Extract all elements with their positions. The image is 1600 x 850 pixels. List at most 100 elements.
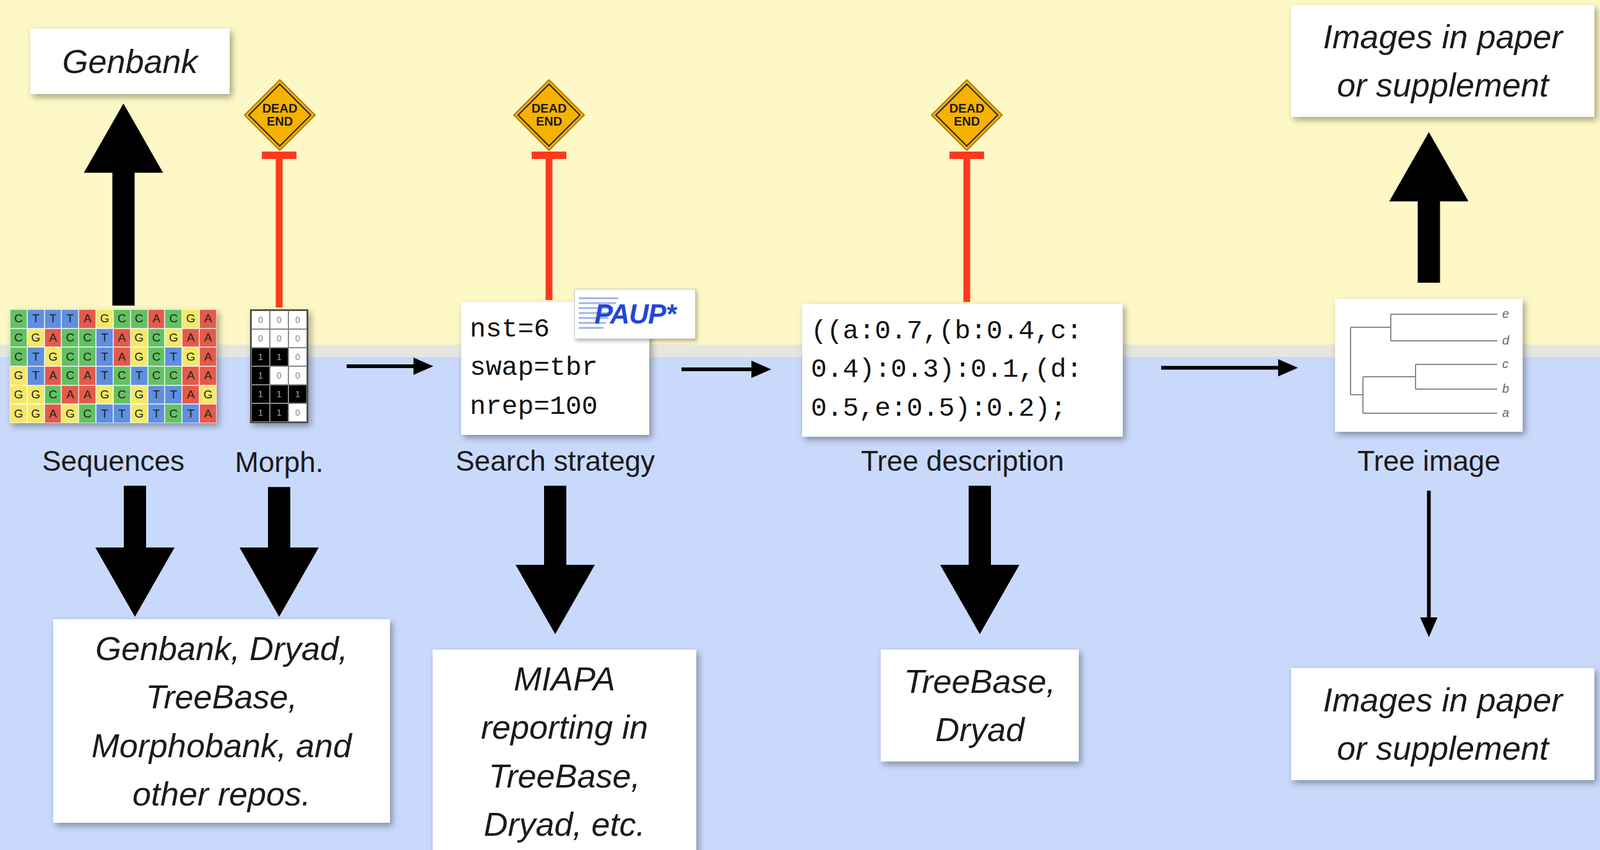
node-caption: Tree image [1357,444,1501,479]
matrix-cell: 0 [251,310,270,330]
matrix-cell: T [44,309,62,329]
matrix-cell: A [44,404,62,424]
matrix-cell: 0 [251,329,270,348]
matrix-cell: T [61,309,79,329]
matrix-cell: C [130,309,148,329]
matrix-cell: T [95,404,114,424]
matrix-cell: C [9,328,28,348]
matrix-cell: A [181,328,200,348]
sign-text: DEAD END [257,102,303,129]
matrix-cell: C [113,385,131,405]
matrix-cell: G [9,366,28,386]
morphology-matrix: 000000110100111110Morph. [250,309,309,424]
repository-box: MIAPA reporting in TreeBase, Dryad, etc. [432,649,697,850]
matrix-row: 110 [251,347,308,367]
stop-bar [531,151,567,160]
matrix-cell: 0 [288,347,308,367]
matrix-row: 100 [251,366,308,385]
flow-arrow [1161,359,1298,377]
connector-shaft [1418,194,1441,283]
arrowhead [1389,132,1469,202]
matrix-cell: G [130,404,148,424]
matrix-cell: A [78,385,96,405]
matrix-cell: G [164,328,182,348]
tree-image: edcbaTree image [1335,298,1523,433]
matrix-cell: G [181,309,200,329]
tree-branch [1415,388,1498,390]
tree-drawing [1335,298,1523,433]
matrix-cell: A [113,328,131,348]
matrix-cell: G [27,404,45,424]
tree-branch [1415,363,1498,366]
matrix-cell: C [164,309,182,329]
tree-branch [1350,394,1363,396]
connector-shaft [346,364,416,369]
flow-arrow [346,357,434,376]
flow-arrow [95,485,175,618]
matrix-cell: 0 [288,366,308,385]
matrix-cell: G [27,328,45,348]
matrix-cell: 0 [269,310,289,330]
tree-branch [1350,326,1391,329]
matrix-cell: C [44,385,62,405]
matrix-cell: C [147,366,166,386]
matrix-cell: T [95,347,114,367]
flow-arrow [515,485,595,635]
dead-end-sign: DEAD END [512,78,586,152]
matrix-row: GGAGCTTGTCTA [9,404,217,424]
repository-box: TreeBase, Dryad [880,649,1079,762]
matrix-cell: A [199,366,217,386]
matrix-cell: 1 [251,347,270,367]
tree-branch [1349,327,1352,395]
matrix-cell: C [164,366,182,386]
arrowhead [940,565,1020,635]
matrix-cell: C [78,404,96,424]
matrix-cell: G [95,385,114,405]
node-caption: Morph. [234,445,324,480]
flow-arrow [1420,490,1438,638]
tree-branch [1390,313,1498,316]
box-text: TreeBase, Dryad [899,657,1061,755]
matrix-cell: C [61,328,79,348]
sign-text: DEAD END [526,102,572,129]
connector-shaft [112,165,135,306]
matrix-cell: A [199,309,217,329]
matrix-cell: C [113,309,131,329]
matrix-row: 110 [251,403,308,423]
matrix-cell: A [61,385,79,405]
matrix-cell: C [78,328,96,348]
arrowhead [413,357,434,376]
matrix-cell: T [181,404,200,424]
matrix-cell: 0 [269,366,289,385]
arrowhead [515,565,595,635]
box-text: Images in paper or supplement [1315,12,1570,110]
leaf-label: e [1502,307,1510,320]
node-caption: Tree description [860,444,1064,479]
flow-arrow [940,485,1020,635]
connector-shaft [968,485,991,572]
matrix-cell: A [199,347,217,367]
matrix-cell: 0 [288,329,308,348]
leaf-label: b [1502,382,1510,395]
matrix-cell: C [147,347,166,367]
stop-bar [949,151,985,160]
matrix-cell: 0 [288,310,308,330]
matrix-cell: C [113,366,131,386]
matrix-cell: 0 [288,403,308,423]
matrix-cell: C [61,347,79,367]
flow-arrow [239,487,319,618]
matrix-cell: G [61,404,79,424]
code-text: ((a:0.7,(b:0.4,c: 0.4):0.3):0.1,(d: 0.5,… [810,312,1087,429]
arrowhead [751,360,772,379]
matrix-cell: A [113,347,131,367]
output-box: Images in paper or supplement [1291,668,1595,781]
sign-body [931,79,1003,151]
flow-arrow [84,103,164,306]
matrix-cell: T [95,328,114,348]
leaf-label: d [1502,334,1510,347]
arrowhead [1278,359,1298,377]
matrix-cell: C [164,404,182,424]
tree-branch [1362,412,1498,415]
matrix-cell: T [95,366,114,386]
matrix-cell: 1 [288,384,308,404]
